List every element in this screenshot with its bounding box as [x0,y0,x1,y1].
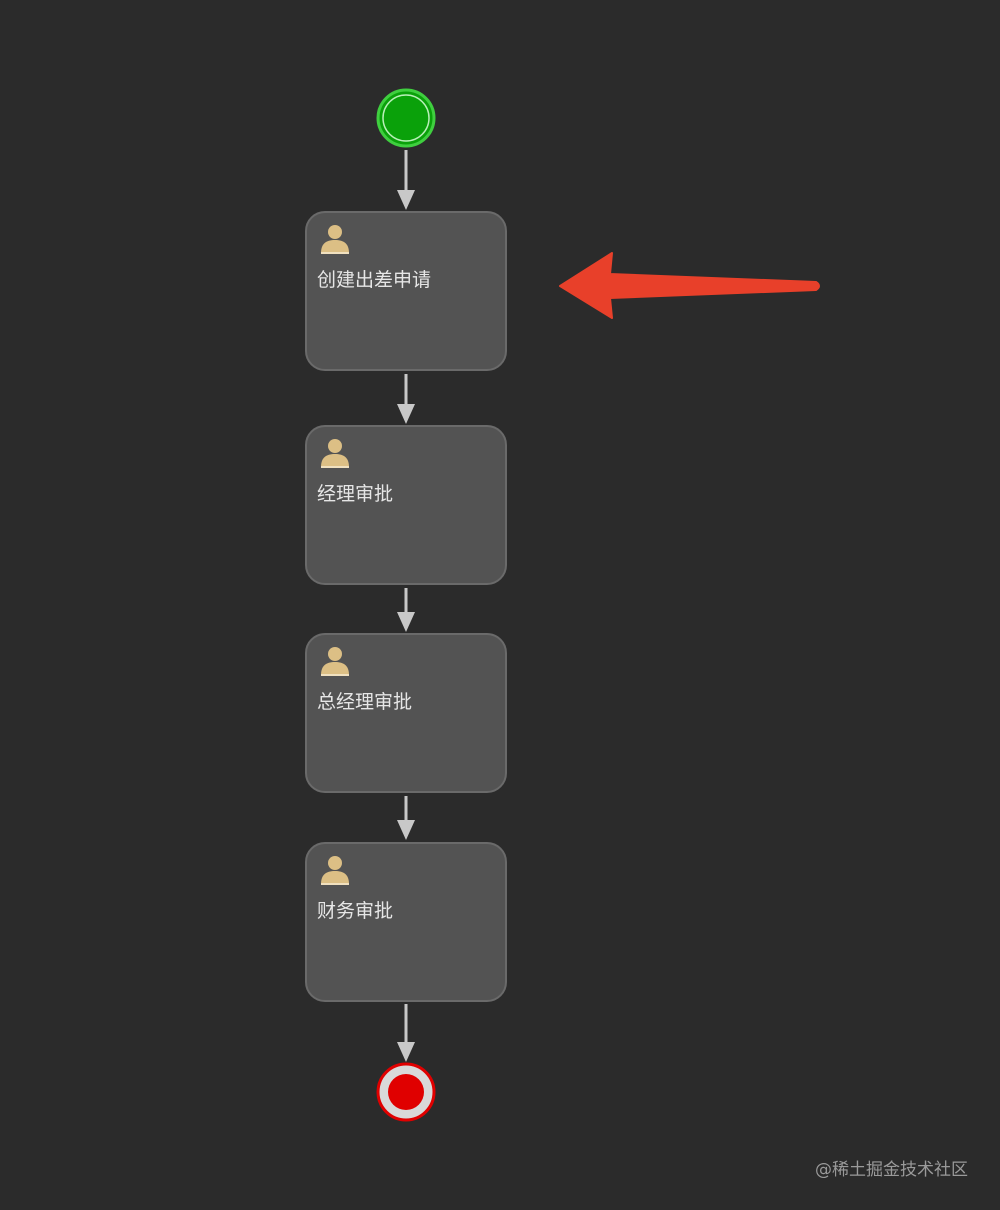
sequence-flow-task2-task3[interactable] [397,588,415,632]
annotation-arrow [559,252,820,319]
sequence-flow-task3-task4[interactable] [397,796,415,840]
start-event[interactable] [376,88,436,148]
sequence-flow-task1-task2[interactable] [397,374,415,424]
end-event[interactable] [376,1062,436,1122]
user-icon [321,225,349,254]
user-icon [321,647,349,676]
task-label: 创建出差申请 [317,269,432,291]
task-label: 财务审批 [317,900,394,922]
task-label: 总经理审批 [317,691,413,713]
user-task-create-trip-request[interactable]: 创建出差申请 [305,211,507,371]
sequence-flow-task4-end[interactable] [397,1004,415,1062]
user-task-gm-approval[interactable]: 总经理审批 [305,633,507,793]
user-task-manager-approval[interactable]: 经理审批 [305,425,507,585]
user-icon [321,439,349,468]
user-icon [321,856,349,885]
sequence-flow-start-task1[interactable] [397,150,415,210]
user-task-finance-approval[interactable]: 财务审批 [305,842,507,1002]
watermark: @稀土掘金技术社区 [815,1160,968,1180]
task-label: 经理审批 [317,483,394,505]
